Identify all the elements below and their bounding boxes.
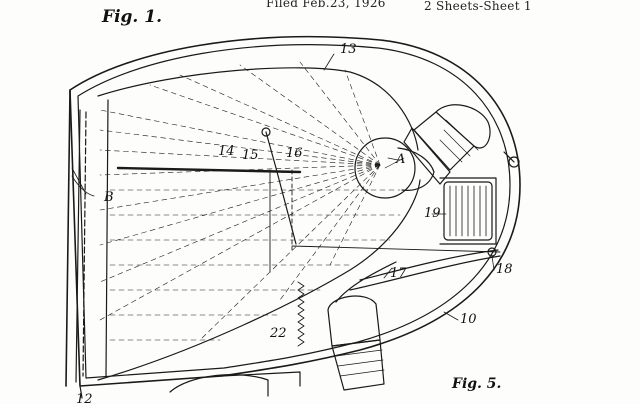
ref-18: 18 xyxy=(496,262,513,277)
ref-15: 15 xyxy=(242,148,259,163)
front-glass xyxy=(82,111,87,377)
figure-1-label: Fig. 1. xyxy=(102,7,162,27)
front-wall xyxy=(65,89,71,387)
front-wall-inner xyxy=(75,109,81,383)
upper-socket xyxy=(403,104,491,185)
figure-5-label: Fig. 5. xyxy=(452,376,502,392)
ref-14: 14 xyxy=(218,144,235,159)
ref-17: 17 xyxy=(390,266,407,281)
ref-10: 10 xyxy=(460,312,477,327)
spring xyxy=(297,281,305,347)
sheet-number-text: 2 Sheets-Sheet 1 xyxy=(424,0,532,13)
ref-22: 22 xyxy=(270,326,287,341)
ref-13: 13 xyxy=(340,42,357,57)
ref-12: 12 xyxy=(76,392,93,407)
reflector-lower xyxy=(97,179,421,381)
coil xyxy=(439,177,497,245)
lever-arm xyxy=(291,245,501,253)
bulb-circle xyxy=(354,137,416,199)
outer-housing xyxy=(69,35,521,387)
light-rays xyxy=(99,61,401,341)
ref-a: A xyxy=(396,152,406,167)
lower-socket xyxy=(327,261,397,391)
reflector-upper xyxy=(97,67,419,151)
ref-19: 19 xyxy=(424,206,441,221)
reflector-back xyxy=(105,99,109,377)
ref-b: B xyxy=(104,190,114,205)
outer-housing-inner-line xyxy=(77,44,511,379)
base-bottom xyxy=(169,374,269,397)
filed-date-text: Filed Feb.23, 1926 xyxy=(266,0,386,10)
ref-16: 16 xyxy=(286,146,303,161)
